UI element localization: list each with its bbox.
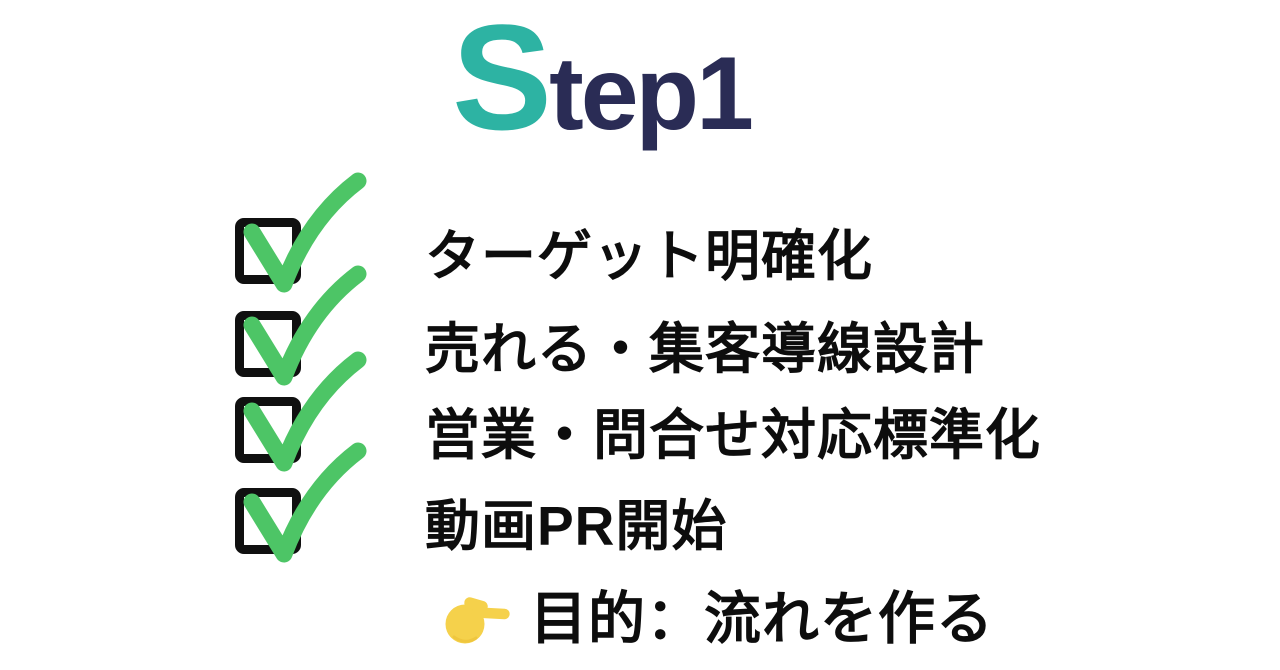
title-initial-letter: S (452, 0, 552, 161)
title-rest-text: tep1 (549, 36, 754, 152)
checkbox[interactable] (235, 397, 301, 463)
checklist-item: ターゲット明確化 (235, 172, 1135, 293)
checklist-item: 売れる・集客導線設計 (235, 265, 1135, 386)
checkbox[interactable] (235, 311, 301, 377)
checklist-item-label: 動画PR開始 (425, 495, 728, 557)
purpose-line: 目的：流れを作る (444, 591, 994, 648)
checkbox[interactable] (235, 488, 301, 554)
checklist-item-label: ターゲット明確化 (425, 225, 874, 287)
checklist-item: 営業・問合せ対応標準化 (235, 351, 1135, 472)
pointing-right-hand-icon (445, 596, 510, 643)
checklist-item-label: 売れる・集客導線設計 (425, 318, 986, 380)
checkbox[interactable] (235, 218, 301, 284)
checklist-item: 動画PR開始 (235, 442, 1135, 563)
purpose-text: 目的：流れを作る (530, 587, 994, 651)
checklist-item-label: 営業・問合せ対応標準化 (425, 404, 1042, 466)
